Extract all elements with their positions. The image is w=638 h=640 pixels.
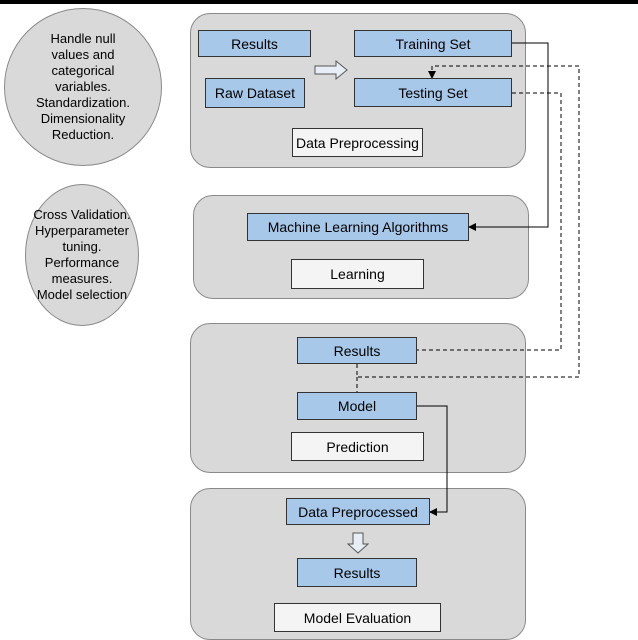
hollow-right-arrow	[314, 59, 348, 81]
raw-dataset-box: Raw Dataset	[205, 78, 305, 108]
learning-note: Cross Validation. Hyperparameter tuning.…	[25, 184, 139, 326]
training-set-box: Training Set	[354, 30, 512, 57]
data-preprocessing-label: Data Preprocessing	[292, 128, 423, 157]
hollow-down-arrow	[346, 532, 370, 554]
data-preprocessed-box: Data Preprocessed	[286, 498, 430, 525]
model-to-data-preprocessed-connector	[417, 405, 448, 516]
model-evaluation-label: Model Evaluation	[274, 603, 441, 632]
results-feedback-connector	[356, 65, 580, 378]
results-box-stage4: Results	[297, 558, 417, 587]
top-border-line	[0, 0, 638, 4]
training-to-algorithms-connector	[468, 42, 549, 231]
model-box: Model	[297, 392, 417, 420]
testing-to-results-connector	[417, 92, 562, 351]
learning-label: Learning	[291, 259, 424, 289]
ml-algorithms-box: Machine Learning Algorithms	[247, 213, 469, 241]
preprocessing-note: Handle null values and categorical varia…	[4, 8, 162, 166]
results-box-stage1: Results	[198, 30, 311, 57]
testing-set-box: Testing Set	[354, 78, 512, 107]
results-box-stage3: Results	[297, 337, 417, 364]
prediction-label: Prediction	[291, 432, 424, 461]
